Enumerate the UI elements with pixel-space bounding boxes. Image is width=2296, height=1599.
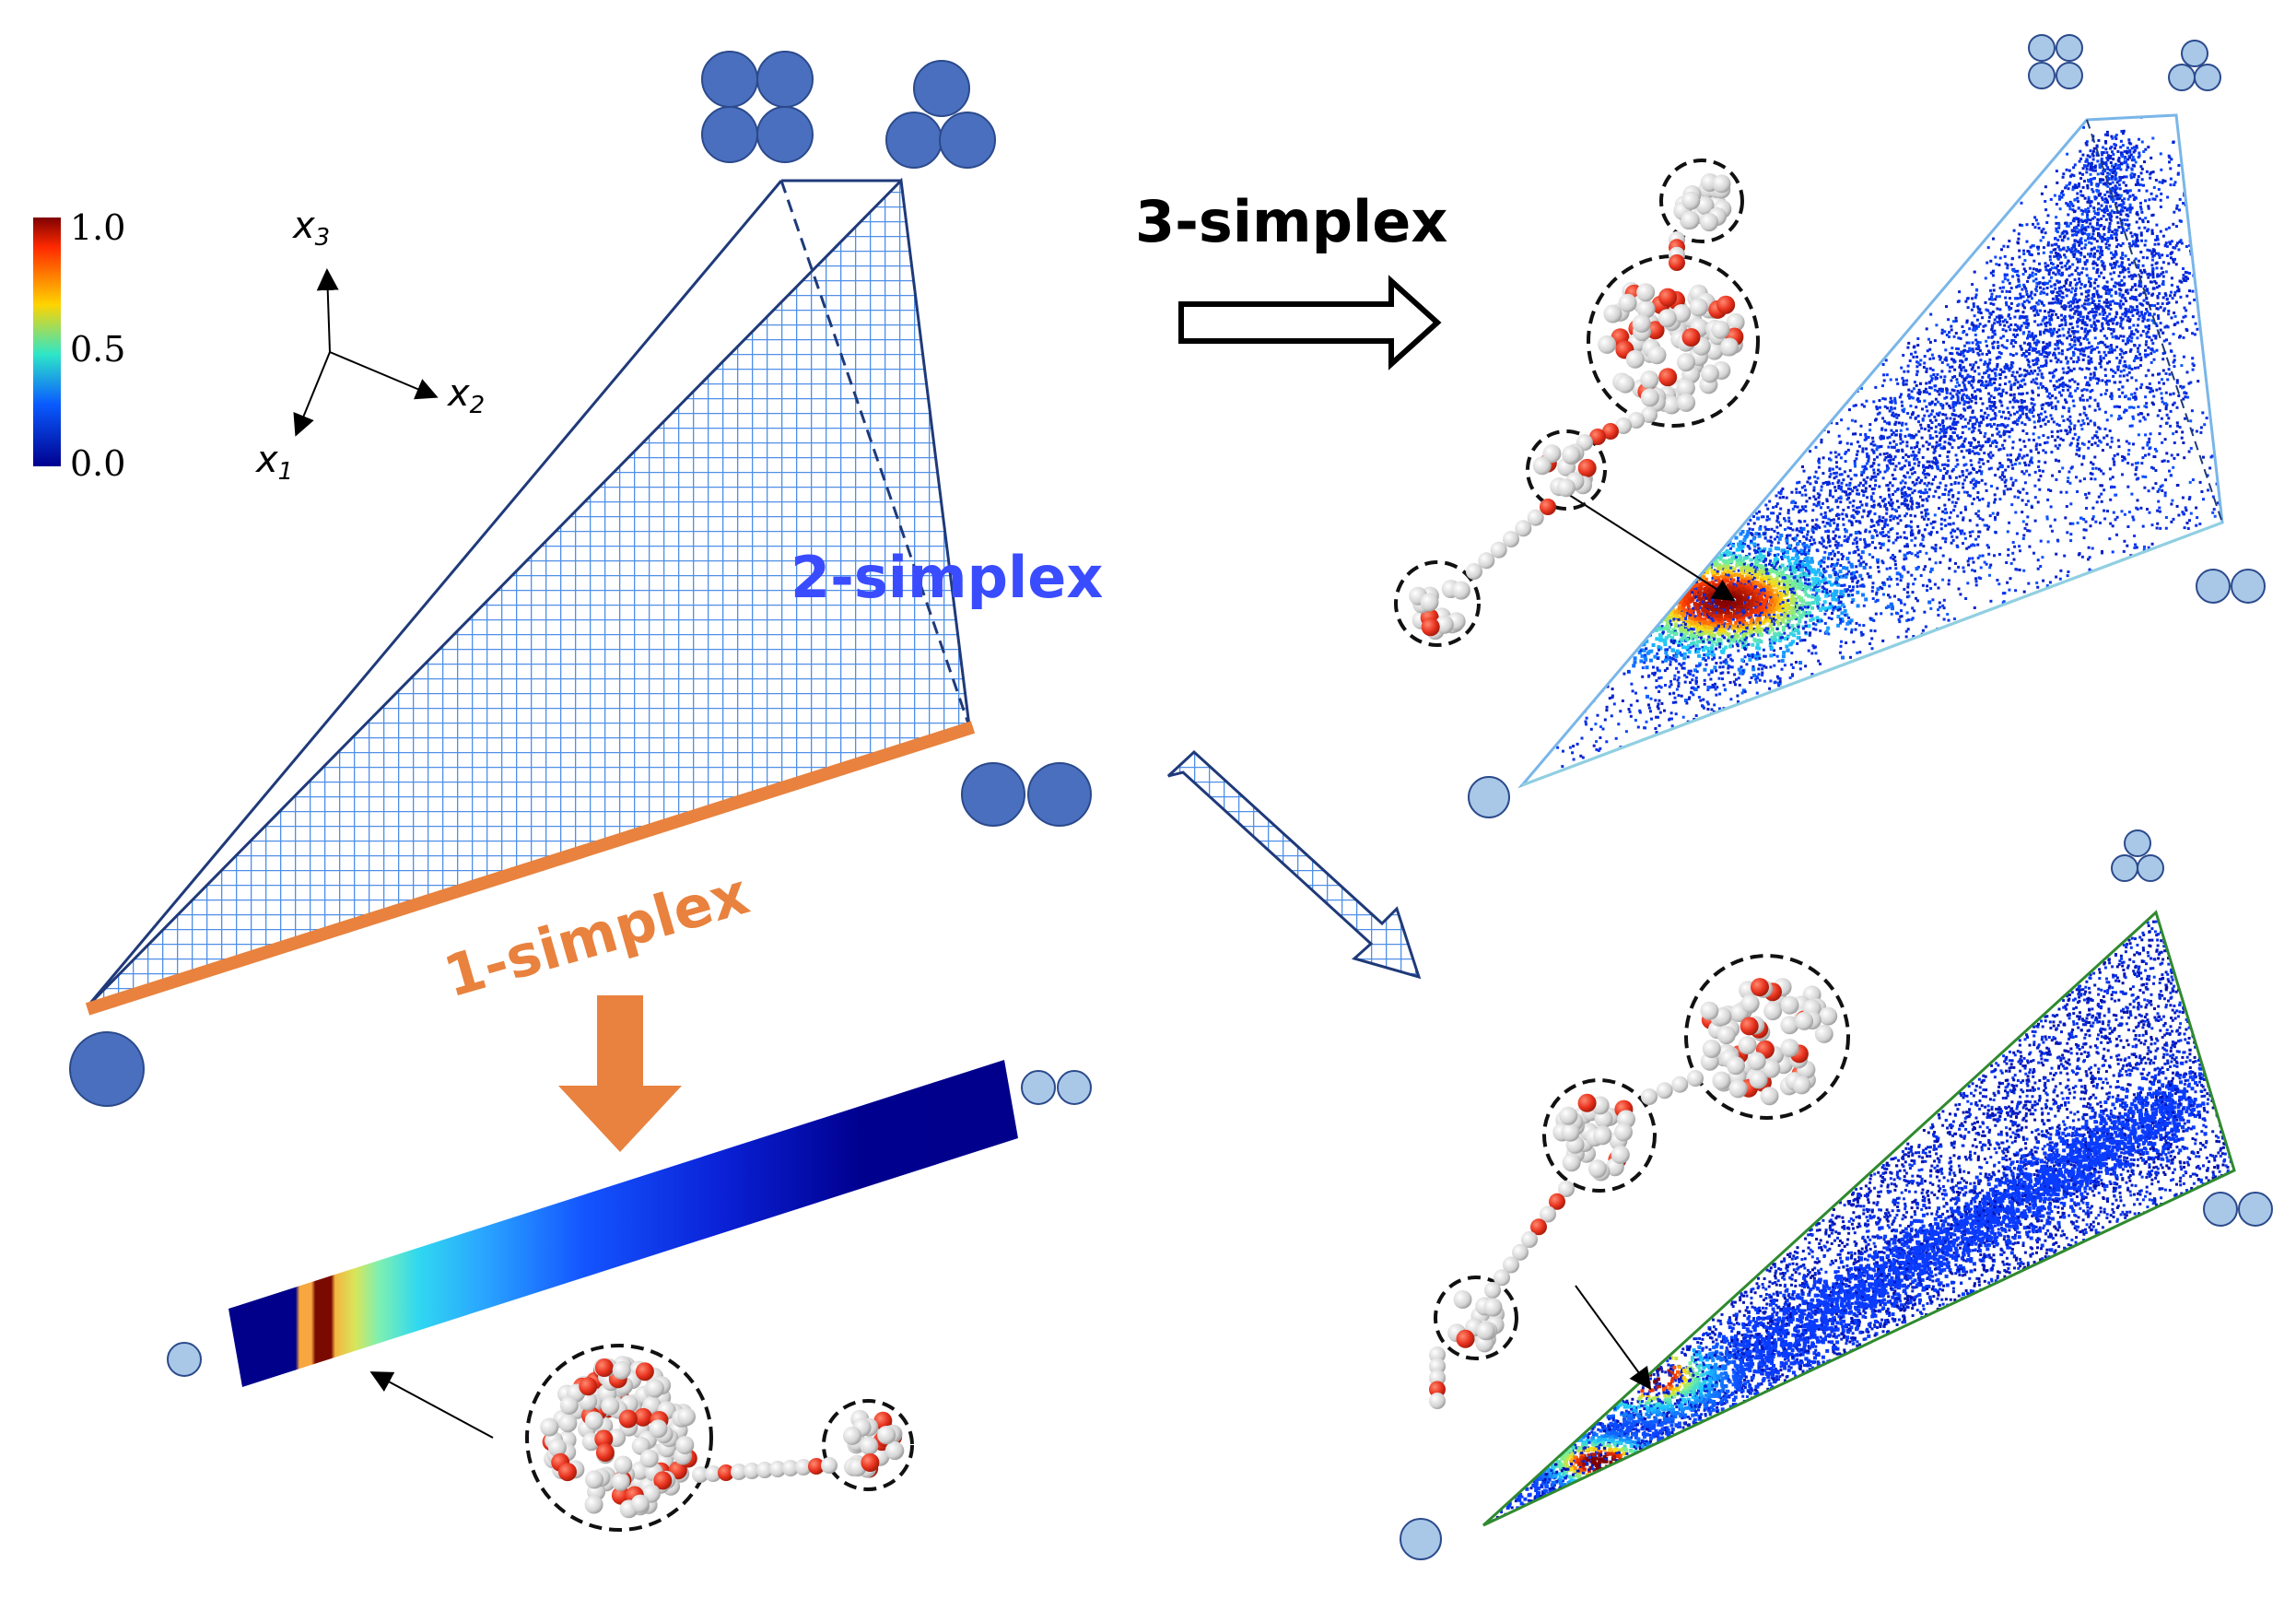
colorbar-tick-mid: 0.5 <box>70 329 125 370</box>
trimer-icon <box>885 60 996 169</box>
pointer-arrow-1d <box>369 1371 494 1439</box>
dimer-icon <box>2196 569 2266 604</box>
axis-label-x2: x2 <box>446 372 485 419</box>
colorbar-gradient <box>33 218 61 466</box>
3-simplex-scatter-plot <box>1517 113 2224 789</box>
colorbar-tick-min: 0.0 <box>70 443 125 484</box>
pointer-arrow-3simplex <box>1565 492 1736 602</box>
axis-triad: x3 x2 x1 <box>254 205 485 486</box>
trimer-icon <box>2111 829 2164 882</box>
polymer-chain-icon <box>1394 159 1760 647</box>
arrow-to-2simplex <box>1166 749 1422 980</box>
axis-label-x1: x1 <box>254 439 293 486</box>
label-3-simplex: 3-simplex <box>1135 188 1447 255</box>
polymer-chain-icon <box>1429 954 1850 1409</box>
trimer-icon <box>2168 40 2221 91</box>
label-2-simplex: 2-simplex <box>791 544 1103 611</box>
dimer-icon <box>2203 1192 2273 1227</box>
tetramer-icon <box>2028 34 2083 89</box>
1-simplex-density-bar <box>228 1060 1018 1387</box>
axis-label-x3: x3 <box>291 205 330 252</box>
arrow-down-to-1d <box>558 995 682 1152</box>
polymer-chain-icon <box>525 1344 914 1532</box>
dimer-icon <box>961 762 1092 827</box>
colorbar-tick-max: 1.0 <box>70 207 125 248</box>
monomer-icon <box>1400 1518 1442 1560</box>
dimer-icon <box>1021 1070 1092 1105</box>
tetramer-icon <box>701 51 814 163</box>
monomer-icon <box>69 1031 145 1107</box>
colorbar: 1.0 0.5 0.0 <box>33 207 125 484</box>
1-simplex-edge <box>85 721 976 1016</box>
tetrahedron-3-simplex <box>85 177 976 1016</box>
pointer-arrow-2simplex <box>1575 1285 1652 1391</box>
2-simplex-density-plot <box>1482 910 2236 1527</box>
monomer-icon <box>1468 776 1510 818</box>
arrow-right-to-3simplex <box>1178 275 1442 370</box>
monomer-icon <box>167 1342 202 1377</box>
